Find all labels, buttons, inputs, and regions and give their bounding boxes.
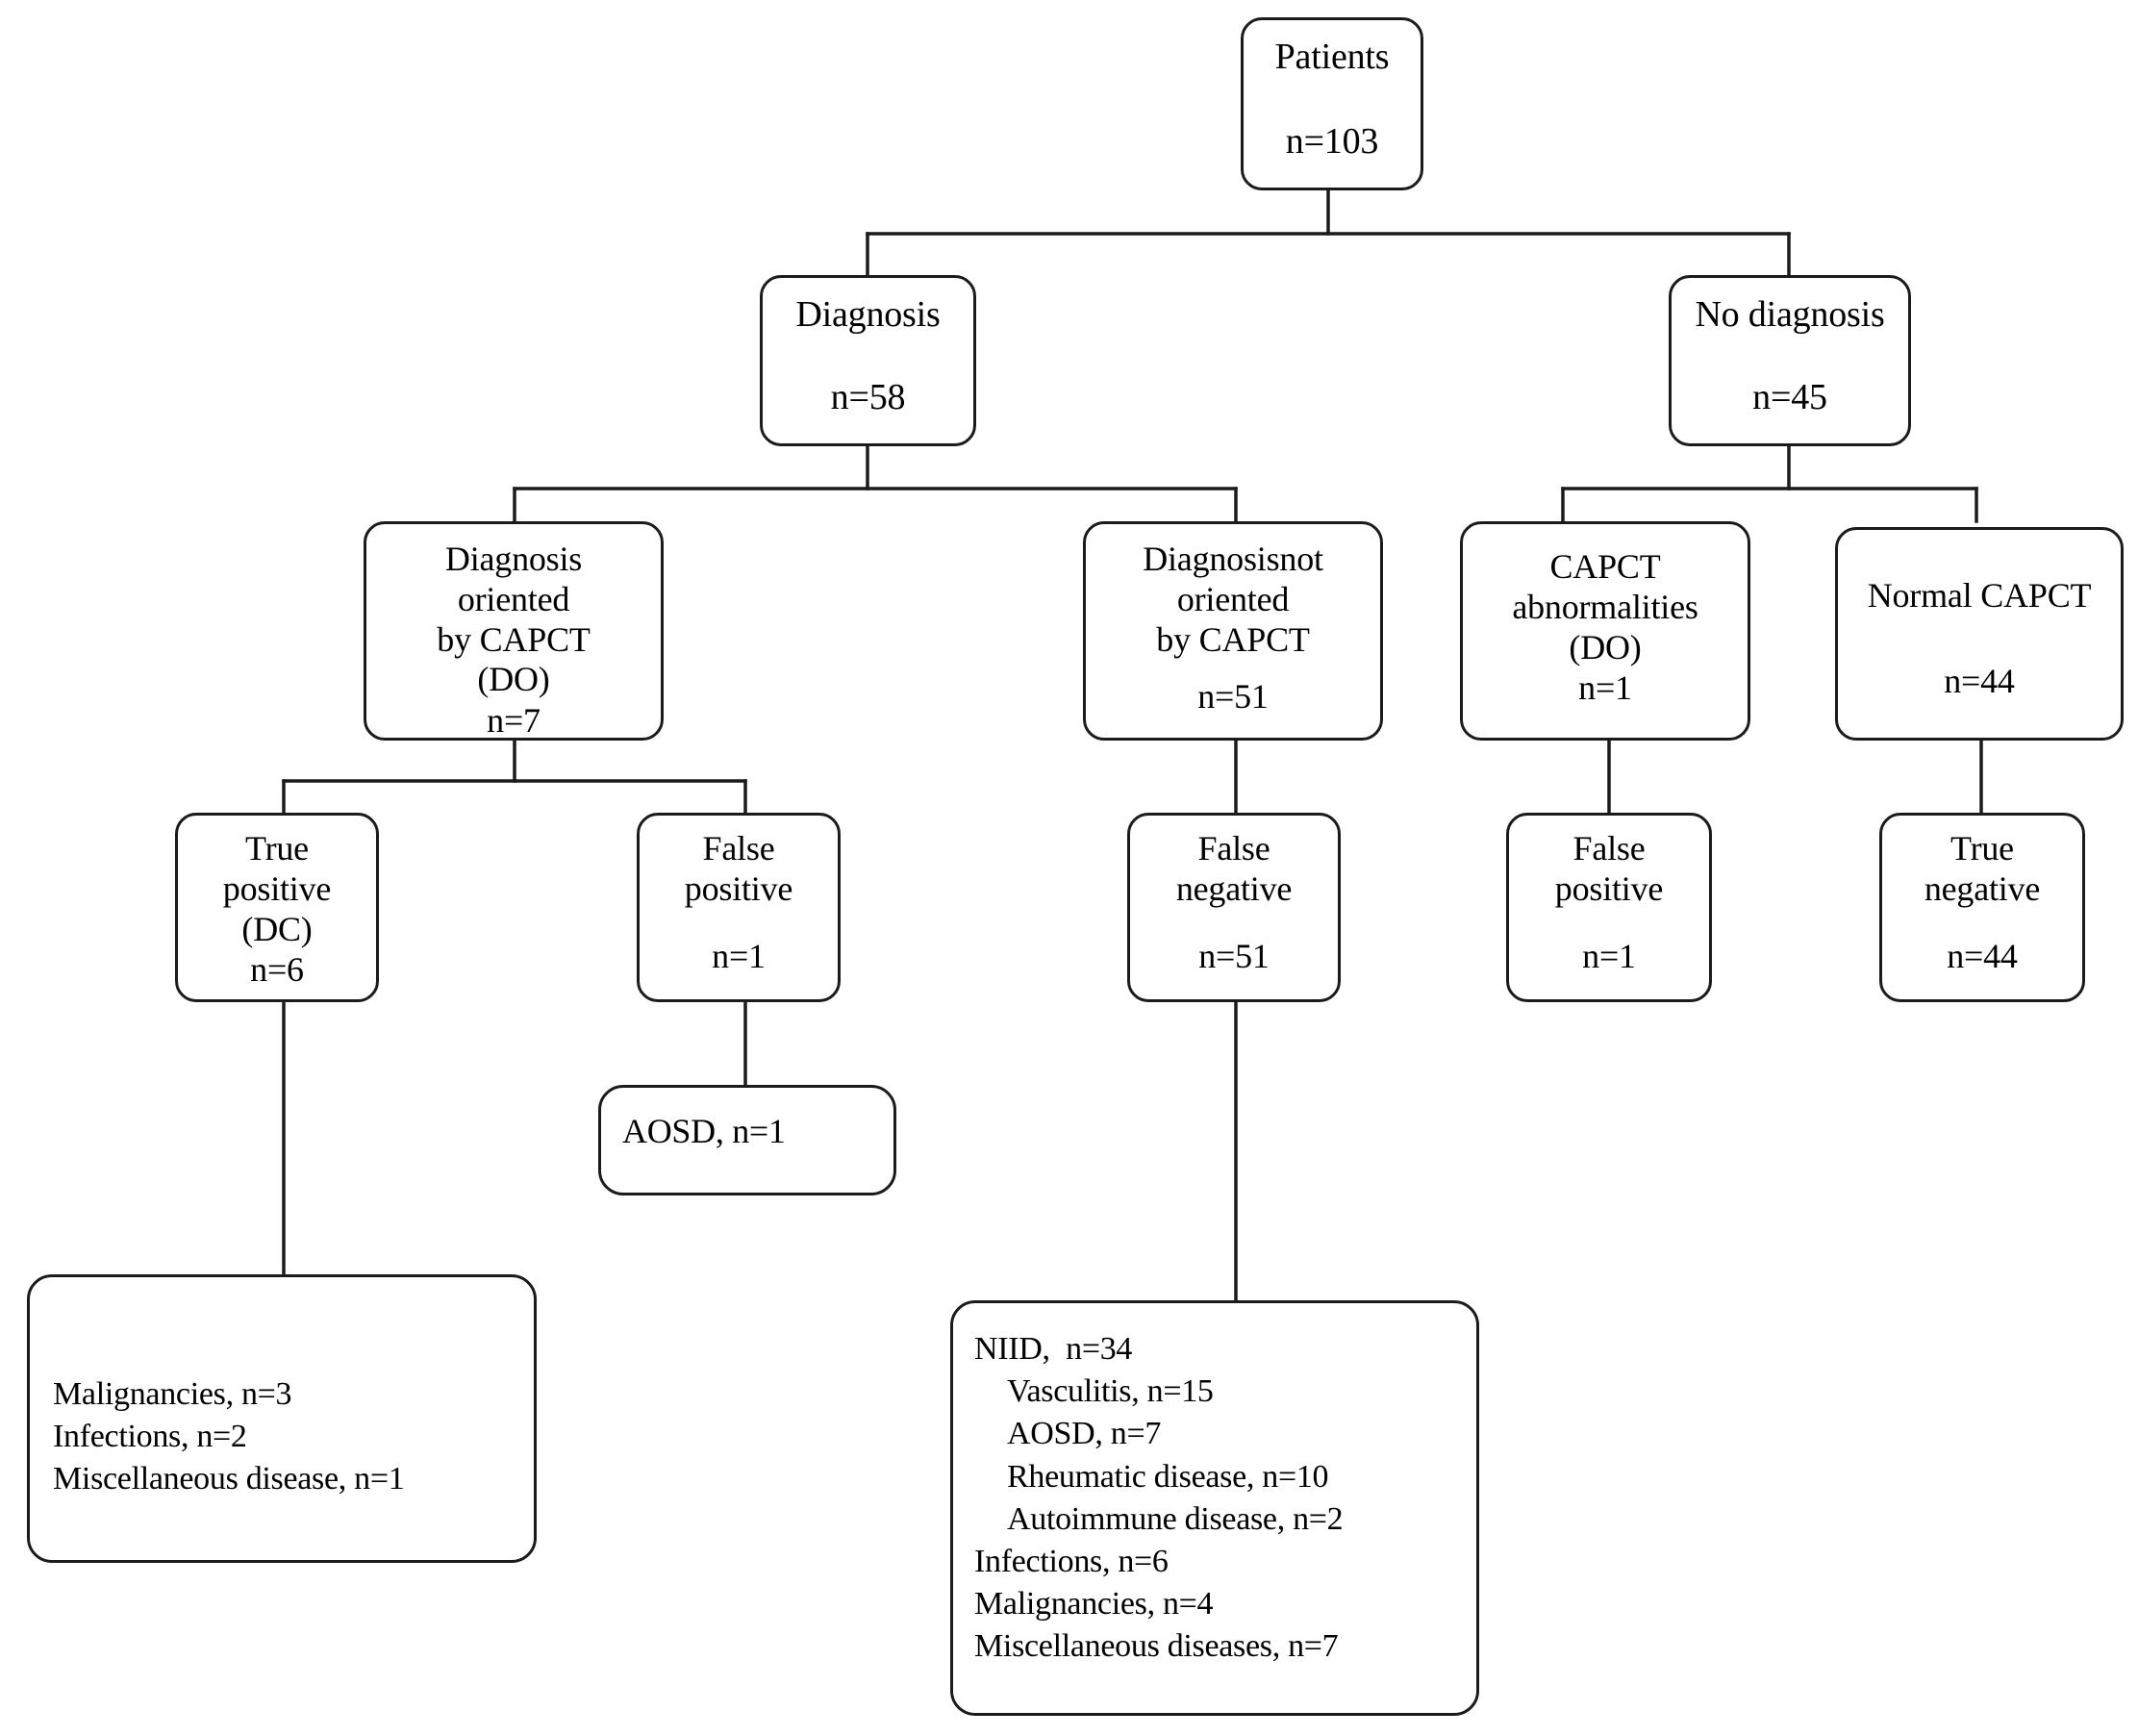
node-no-diagnosis-count: n=45 bbox=[1752, 377, 1827, 417]
detail-row: Rheumatic disease, n=10 bbox=[1007, 1458, 1329, 1495]
detail-row: Infections, n=2 bbox=[53, 1419, 247, 1455]
node-diagnosis-oriented-title: Diagnosis oriented by CAPCT (DO) bbox=[437, 540, 591, 699]
detail-row: Malignancies, n=4 bbox=[974, 1586, 1214, 1623]
node-diagnosis-not-oriented-title: Diagnosisnot oriented by CAPCT bbox=[1143, 540, 1323, 659]
node-false-negative-title: False negative bbox=[1175, 829, 1293, 908]
detail-row: Miscellaneous disease, n=1 bbox=[53, 1461, 405, 1497]
node-diagnosis-oriented-by-capct[interactable]: Diagnosis oriented by CAPCT (DO) n=7 bbox=[364, 521, 664, 741]
node-false-negative-count: n=51 bbox=[1198, 937, 1270, 975]
node-false-positive-right-count: n=1 bbox=[1582, 937, 1636, 975]
node-diagnosis-not-oriented-by-capct[interactable]: Diagnosisnot oriented by CAPCT n=51 bbox=[1083, 521, 1383, 741]
detail-row: Vasculitis, n=15 bbox=[1007, 1373, 1214, 1410]
node-diagnosis[interactable]: Diagnosis n=58 bbox=[760, 275, 976, 446]
detail-box-true-positive[interactable]: Malignancies, n=3 Infections, n=2 Miscel… bbox=[27, 1274, 537, 1563]
detail-row: Infections, n=6 bbox=[974, 1543, 1169, 1579]
detail-row: Autoimmune disease, n=2 bbox=[1007, 1500, 1344, 1537]
node-false-negative[interactable]: False negative n=51 bbox=[1127, 813, 1341, 1002]
node-normal-capct-title: Normal CAPCT bbox=[1867, 576, 2092, 615]
node-patients[interactable]: Patients n=103 bbox=[1241, 17, 1423, 190]
node-true-positive-title: True positive (DC) bbox=[222, 829, 332, 948]
node-diagnosis-oriented-count: n=7 bbox=[487, 701, 541, 740]
detail-row: Miscellaneous diseases, n=7 bbox=[974, 1628, 1339, 1665]
node-false-positive-right-title: False positive bbox=[1554, 829, 1664, 908]
node-patients-title: Patients bbox=[1274, 37, 1390, 77]
node-normal-capct[interactable]: Normal CAPCT n=44 bbox=[1835, 527, 2124, 741]
node-false-positive-left[interactable]: False positive n=1 bbox=[637, 813, 841, 1002]
detail-row: AOSD, n=1 bbox=[622, 1112, 786, 1150]
node-true-negative-count: n=44 bbox=[1947, 937, 2018, 975]
node-capct-abnormalities[interactable]: CAPCT abnormalities (DO) n=1 bbox=[1460, 521, 1750, 741]
node-diagnosis-count: n=58 bbox=[830, 377, 906, 417]
node-capct-abnormalities-title: CAPCT abnormalities (DO) bbox=[1512, 547, 1698, 667]
node-true-positive-count: n=6 bbox=[250, 950, 304, 990]
node-true-positive[interactable]: True positive (DC) n=6 bbox=[175, 813, 379, 1002]
node-capct-abnormalities-count: n=1 bbox=[1578, 668, 1632, 708]
detail-box-false-negative[interactable]: NIID, n=34 Vasculitis, n=15 AOSD, n=7 Rh… bbox=[950, 1300, 1479, 1716]
node-diagnosis-not-oriented-count: n=51 bbox=[1197, 677, 1269, 716]
node-diagnosis-title: Diagnosis bbox=[795, 294, 941, 335]
node-false-positive-left-title: False positive bbox=[684, 829, 793, 908]
detail-row: Malignancies, n=3 bbox=[53, 1376, 292, 1412]
node-normal-capct-count: n=44 bbox=[1944, 662, 2015, 700]
node-true-negative[interactable]: True negative n=44 bbox=[1879, 813, 2085, 1002]
node-patients-count: n=103 bbox=[1285, 121, 1379, 162]
detail-box-aosd[interactable]: AOSD, n=1 bbox=[598, 1085, 896, 1195]
node-true-negative-title: True negative bbox=[1924, 829, 2041, 908]
detail-row: AOSD, n=7 bbox=[1007, 1416, 1162, 1452]
node-false-positive-right[interactable]: False positive n=1 bbox=[1506, 813, 1712, 1002]
detail-row: NIID, n=34 bbox=[974, 1331, 1133, 1367]
node-no-diagnosis[interactable]: No diagnosis n=45 bbox=[1669, 275, 1911, 446]
node-false-positive-left-count: n=1 bbox=[712, 937, 766, 975]
node-no-diagnosis-title: No diagnosis bbox=[1695, 294, 1885, 335]
